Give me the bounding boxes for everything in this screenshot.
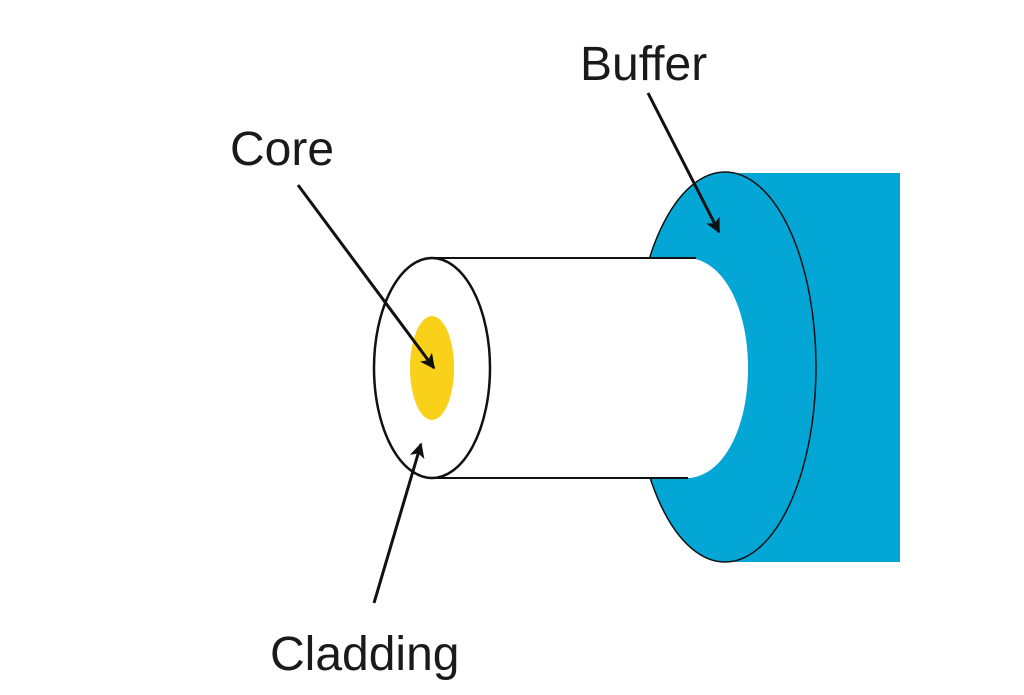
cladding-arrow bbox=[372, 442, 425, 604]
core-face bbox=[410, 316, 454, 420]
buffer-arrow bbox=[646, 92, 721, 234]
core-label: Core bbox=[230, 123, 334, 176]
buffer-label: Buffer bbox=[580, 38, 707, 91]
cladding-body bbox=[432, 258, 748, 478]
cladding-label: Cladding bbox=[270, 628, 459, 681]
core-arrow bbox=[296, 184, 436, 370]
